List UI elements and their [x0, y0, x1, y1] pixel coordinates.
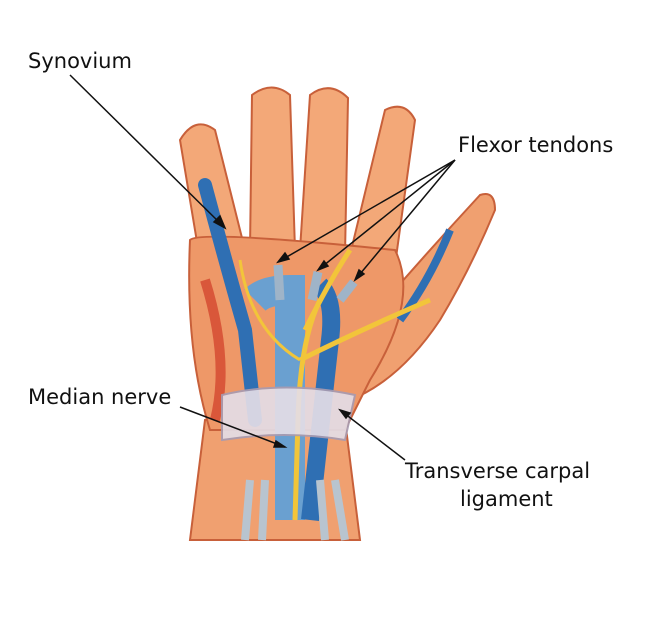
- label-flexor-tendons: Flexor tendons: [458, 133, 614, 157]
- flexor-arrow-3: [354, 159, 456, 281]
- flexor-arrow-2: [317, 159, 456, 271]
- label-synovium: Synovium: [28, 49, 132, 73]
- flexor-arrow-1: [277, 159, 456, 263]
- transverse-arrow: [339, 409, 406, 461]
- hand: [178, 86, 497, 541]
- label-median-nerve: Median nerve: [28, 385, 172, 409]
- synovium-arrow: [69, 74, 226, 229]
- synovium-arrowhead: [212, 214, 227, 230]
- label-ligament: ligament: [460, 487, 553, 511]
- leader-lines: [69, 74, 456, 461]
- median-nerve-arrow: [179, 406, 286, 448]
- label-transverse-carpal: Transverse carpal: [405, 459, 591, 483]
